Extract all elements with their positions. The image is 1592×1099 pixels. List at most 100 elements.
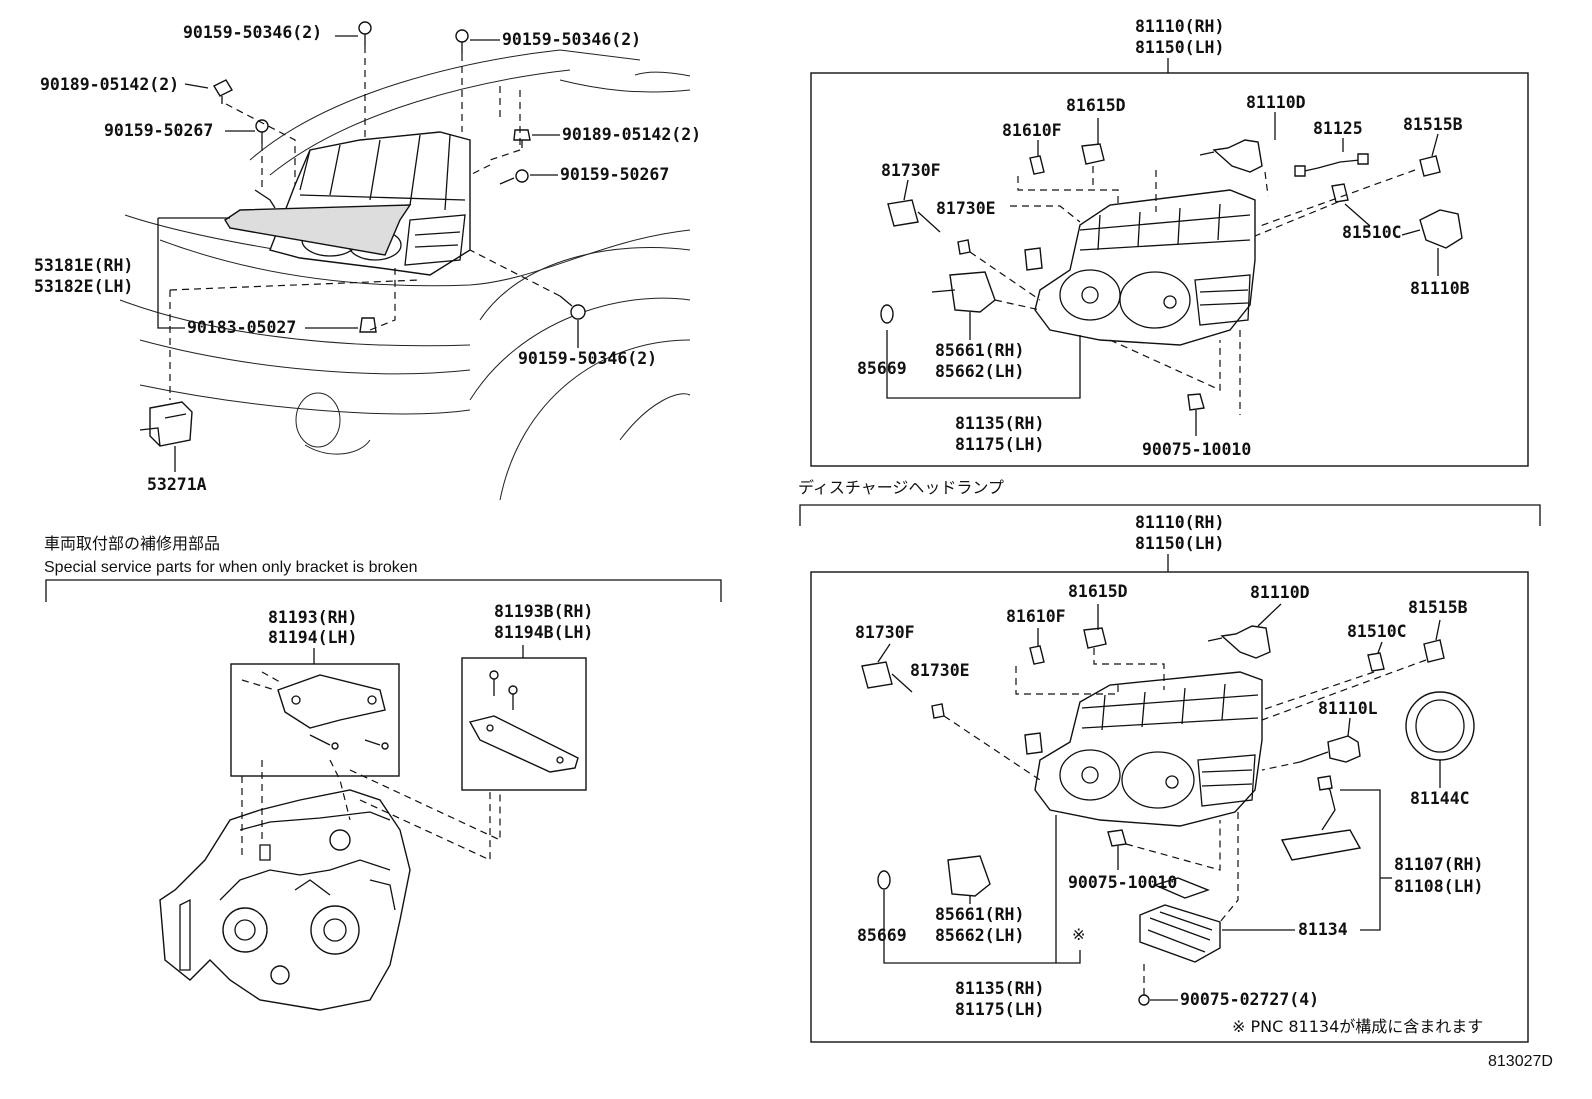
discharge-section-bracket-line: [799, 504, 1541, 526]
part-number-label: 81730F: [881, 161, 941, 180]
clip-icon: [359, 317, 377, 333]
part-number-label: 81110D: [1250, 583, 1310, 602]
part-number-label: 53181E(RH): [34, 256, 133, 275]
part-number-label: 81730E: [936, 199, 996, 218]
bracket-kit-box-b: [461, 657, 587, 791]
part-number-label: 81107(RH): [1394, 855, 1483, 874]
dust-cover-icon: [1405, 691, 1475, 761]
bulb-icon: [1331, 183, 1349, 203]
part-number-label: 90159-50346(2): [502, 30, 641, 49]
part-number-label: 81510C: [1342, 223, 1402, 242]
bulb-icon: [861, 661, 913, 693]
socket-icon: [1081, 143, 1105, 165]
bulb-icon: [887, 199, 941, 233]
part-number-label: 81194(LH): [268, 628, 357, 647]
part-number-label: 90159-50267: [560, 165, 669, 184]
headlamp-rear-view: [159, 789, 411, 1011]
part-number-label: 90189-05142(2): [562, 125, 701, 144]
part-number-label: 85661(RH): [935, 341, 1024, 360]
screw-icon: [559, 295, 586, 320]
socket-icon: [1423, 639, 1445, 663]
part-number-label: 81610F: [1006, 607, 1066, 626]
bracket-icon: [139, 401, 193, 460]
halogen-assembly-box: [810, 72, 1529, 467]
bracket-kit-box-a: [230, 663, 400, 777]
part-number-label: 81510C: [1347, 622, 1407, 641]
cap-icon: [931, 271, 996, 313]
service-parts-bracket-line: [45, 579, 722, 602]
part-number-label: 90159-50346(2): [518, 349, 657, 368]
part-number-label: 90075-10010: [1142, 440, 1251, 459]
figure-code: 813027D: [1488, 1053, 1553, 1070]
screw-icon: [1107, 829, 1127, 847]
part-number-label: 81615D: [1066, 96, 1126, 115]
part-number-label: 90075-02727(4): [1180, 990, 1319, 1009]
bulb-icon: [1207, 625, 1271, 659]
screw-icon: [1187, 393, 1205, 411]
bulb-icon: [1367, 652, 1385, 672]
screw-icon: [358, 21, 372, 46]
part-number-label: 81610F: [1002, 121, 1062, 140]
part-number-label: 81108(LH): [1394, 877, 1483, 896]
vehicle-front-assembly: [119, 21, 691, 501]
part-number-label: 85669: [857, 926, 907, 945]
part-number-label: 81615D: [1068, 582, 1128, 601]
part-number-label: 81515B: [1403, 115, 1463, 134]
clip-icon: [213, 79, 233, 104]
part-number-label: 81135(RH): [955, 414, 1044, 433]
part-number-label: 81175(LH): [955, 435, 1044, 454]
socket-icon: [1419, 155, 1441, 177]
o-ring-icon: [880, 304, 894, 324]
part-number-label: 81150(LH): [1135, 38, 1224, 57]
part-number-label: 53182E(LH): [34, 277, 133, 296]
cap-icon: [947, 855, 991, 897]
clip-icon: [513, 129, 531, 148]
part-number-label: 81144C: [1410, 789, 1470, 808]
screw-icon: [1138, 994, 1150, 1006]
part-number-label: 85669: [857, 359, 907, 378]
ecu-cover-icon: [1139, 877, 1221, 963]
part-number-label: 81150(LH): [1135, 534, 1224, 553]
part-number-label: 90159-50267: [104, 121, 213, 140]
part-number-label: 81110(RH): [1135, 513, 1224, 532]
bulb-icon: [1029, 155, 1045, 175]
screw-icon: [455, 29, 469, 54]
bulb-icon: [1029, 645, 1045, 665]
part-number-label: 81194B(LH): [494, 623, 593, 642]
part-number-label: 81110B: [1410, 279, 1470, 298]
part-number-label: 90159-50346(2): [183, 23, 322, 42]
service-parts-title-jp: 車両取付部の補修用部品: [44, 534, 220, 553]
discharge-section-title: ディスチャージヘッドランプ: [798, 478, 1004, 497]
part-number-label: 81193(RH): [268, 608, 357, 627]
part-number-label: 85662(LH): [935, 926, 1024, 945]
part-number-label: 85662(LH): [935, 362, 1024, 381]
halogen-headlamp-unit: [1024, 189, 1256, 346]
screw-icon: [255, 119, 269, 144]
bulb-icon: [931, 703, 945, 719]
wire-harness-icon: [1294, 153, 1369, 177]
part-number-label: 90075-10010: [1068, 873, 1177, 892]
hid-bulb-icon: [1299, 735, 1361, 763]
part-number-label: 81110(RH): [1135, 17, 1224, 36]
part-number-label: 81193B(RH): [494, 602, 593, 621]
bulb-icon: [957, 239, 971, 255]
part-number-label: 81110D: [1246, 93, 1306, 112]
part-number-label: 53271A: [147, 475, 207, 494]
bulb-icon: [1401, 209, 1463, 249]
service-parts-title-en: Special service parts for when only brac…: [44, 559, 418, 576]
part-number-label: 81134: [1298, 920, 1348, 939]
part-number-label: 81110L: [1318, 699, 1378, 718]
discharge-assembly-box: [810, 571, 1529, 1043]
part-number-label: 81515B: [1408, 598, 1468, 617]
screw-icon: [499, 169, 529, 185]
o-ring-icon: [877, 870, 891, 890]
part-number-label: 90183-05027: [187, 318, 296, 337]
part-number-label: 81135(RH): [955, 979, 1044, 998]
part-number-label: 81175(LH): [955, 1000, 1044, 1019]
ballast-icon: [1280, 775, 1362, 861]
discharge-headlamp-unit: [1024, 671, 1263, 827]
bulb-icon: [1199, 139, 1263, 173]
part-number-label: 90189-05142(2): [40, 75, 179, 94]
part-number-label: 81730E: [910, 661, 970, 680]
